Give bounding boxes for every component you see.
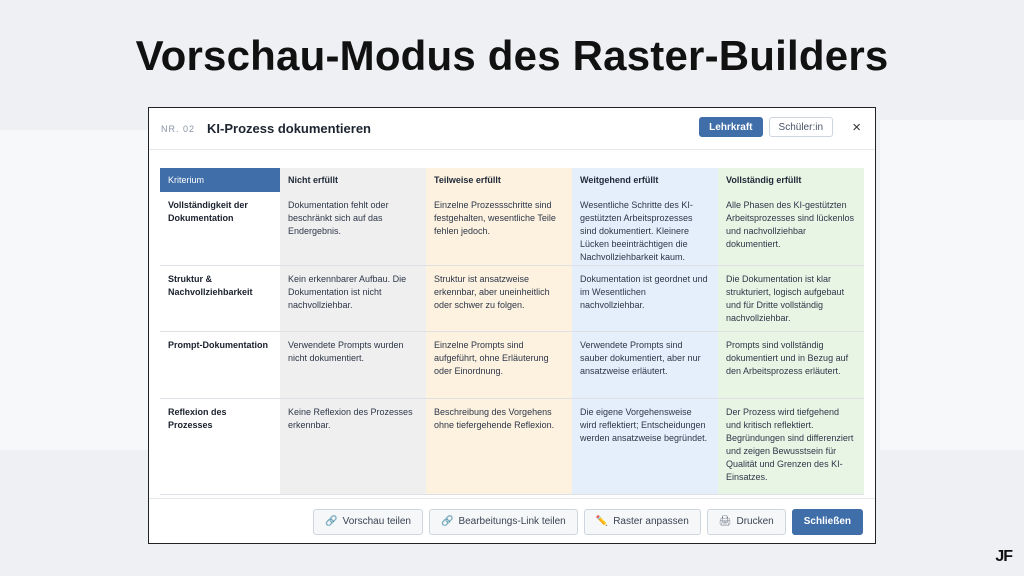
rubric-preview-modal: NR. 02 KI-Prozess dokumentieren Lehrkraf… [148, 107, 876, 544]
modal-footer: 🔗 Vorschau teilen 🔗 Bearbeitungs-Link te… [149, 498, 875, 544]
rubric-row: Vollständigkeit der Dokumentation Dokume… [160, 192, 864, 266]
rubric-cell: Keine Reflexion des Prozesses erkennbar. [280, 398, 426, 495]
share-edit-link-button[interactable]: 🔗 Bearbeitungs-Link teilen [428, 508, 578, 535]
button-label: Drucken [736, 516, 774, 527]
adjust-grid-button[interactable]: ✏️ Raster anpassen [583, 508, 701, 535]
link-icon: 🔗 [440, 516, 454, 527]
rubric-table: Kriterium Nicht erfüllt Teilweise erfüll… [160, 168, 864, 495]
mode-teacher-button[interactable]: Lehrkraft [699, 117, 763, 137]
criterion-label: Prompt-Dokumentation [160, 331, 280, 399]
criterion-label: Reflexion des Prozesses [160, 398, 280, 495]
rubric-cell: Einzelne Prompts sind aufgeführt, ohne E… [426, 331, 572, 399]
rubric-header-row: Kriterium Nicht erfüllt Teilweise erfüll… [160, 168, 864, 192]
view-mode-toggle: Lehrkraft Schüler:in [699, 117, 833, 137]
rubric-cell: Verwendete Prompts sind sauber dokumenti… [572, 331, 718, 399]
rubric-cell: Struktur ist ansatzweise erkennbar, aber… [426, 265, 572, 332]
header-level-not-met: Nicht erfüllt [280, 168, 426, 192]
button-label: Bearbeitungs-Link teilen [458, 516, 566, 527]
rubric-cell: Wesentliche Schritte des KI-gestützten A… [572, 192, 718, 266]
modal-header: NR. 02 KI-Prozess dokumentieren Lehrkraf… [149, 108, 875, 150]
rubric-cell: Kein erkennbarer Aufbau. Die Dokumentati… [280, 265, 426, 332]
rubric-row: Reflexion des Prozesses Keine Reflexion … [160, 398, 864, 495]
rubric-cell: Verwendete Prompts wurden nicht dokument… [280, 331, 426, 399]
link-icon: 🔗 [325, 516, 338, 527]
mode-student-button[interactable]: Schüler:in [768, 117, 833, 137]
criterion-label: Struktur & Nachvollziehbarkeit [160, 265, 280, 332]
close-button[interactable]: Schließen [791, 508, 863, 535]
rubric-cell: Der Prozess wird tiefgehend und kritisch… [718, 398, 864, 495]
rubric-cell: Dokumentation ist geordnet und im Wesent… [572, 265, 718, 332]
rubric-row: Struktur & Nachvollziehbarkeit Kein erke… [160, 265, 864, 332]
close-icon[interactable]: × [852, 119, 861, 136]
header-level-partially-met: Teilweise erfüllt [426, 168, 572, 192]
header-level-fully-met: Vollständig erfüllt [718, 168, 864, 192]
rubric-cell: Alle Phasen des KI-gestützten Arbeitspro… [718, 192, 864, 266]
rubric-cell: Die eigene Vorgehensweise wird reflektie… [572, 398, 718, 495]
print-button[interactable]: 🖨 Drucken [706, 508, 786, 535]
share-preview-button[interactable]: 🔗 Vorschau teilen [313, 508, 423, 535]
pencil-icon: ✏️ [595, 516, 609, 527]
rubric-cell: Dokumentation fehlt oder beschränkt sich… [280, 192, 426, 266]
modal-title: KI-Prozess dokumentieren [207, 121, 372, 136]
button-label: Vorschau teilen [342, 516, 411, 527]
rubric-cell: Einzelne Prozessschritte sind festgehalt… [426, 192, 572, 266]
criterion-label: Vollständigkeit der Dokumentation [160, 192, 280, 266]
brand-logo: JF [995, 548, 1013, 565]
background-shape [880, 120, 1024, 450]
slide-title: Vorschau-Modus des Raster-Builders [135, 32, 889, 79]
header-criterion: Kriterium [160, 168, 280, 192]
background-shape [0, 130, 150, 450]
rubric-cell: Prompts sind vollständig dokumentiert un… [718, 331, 864, 399]
printer-icon: 🖨 [718, 516, 732, 527]
button-label: Raster anpassen [613, 516, 689, 527]
rubric-cell: Beschreibung des Vorgehens ohne tieferge… [426, 398, 572, 495]
task-number: NR. 02 [161, 123, 196, 134]
rubric-grid: Kriterium Nicht erfüllt Teilweise erfüll… [160, 168, 864, 498]
header-level-largely-met: Weitgehend erfüllt [572, 168, 718, 192]
rubric-cell: Die Dokumentation ist klar strukturiert,… [718, 265, 864, 332]
rubric-row: Prompt-Dokumentation Verwendete Prompts … [160, 331, 864, 399]
